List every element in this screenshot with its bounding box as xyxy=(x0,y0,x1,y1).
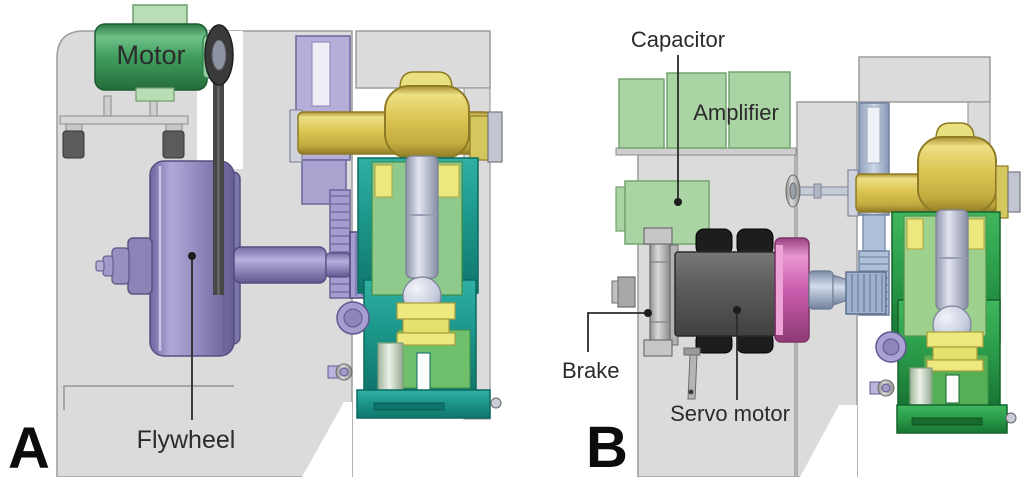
servo-motor xyxy=(674,228,776,400)
brake-unit xyxy=(611,227,679,357)
press-column-a xyxy=(327,155,479,393)
auxiliary-shaft xyxy=(785,174,853,208)
flywheel-label: Flywheel xyxy=(137,426,236,454)
panel-letter-b: B xyxy=(586,415,628,477)
servo-motor-label: Servo motor xyxy=(670,401,790,426)
servo-motor-leader-line xyxy=(733,306,741,400)
capacitor-leader-line xyxy=(674,55,682,206)
capacitor-unit xyxy=(615,180,710,245)
motor-mount xyxy=(59,95,189,159)
crankshaft-a xyxy=(289,71,503,163)
drive-shaft-b xyxy=(808,270,887,315)
panel-a: Motor Flywheel A xyxy=(8,4,503,477)
brake-label: Brake xyxy=(562,358,619,383)
belt-drive xyxy=(204,24,234,295)
capacitor-label: Capacitor xyxy=(631,27,725,52)
crankshaft-b xyxy=(847,122,1021,219)
panel-b: Capacitor Amplifier Brake Servo motor B xyxy=(512,0,1024,477)
amplifier-unit xyxy=(615,71,797,156)
motor-flange xyxy=(774,237,810,343)
flywheel-leader-line xyxy=(188,252,196,420)
press-base-b xyxy=(896,404,1017,434)
brake-leader-line xyxy=(587,309,652,352)
panel-b-illustration: Capacitor Amplifier Brake Servo motor B xyxy=(562,27,1021,477)
amplifier-label: Amplifier xyxy=(693,100,779,125)
panel-letter-a: A xyxy=(8,416,50,477)
panel-a-illustration: Motor Flywheel A xyxy=(8,4,503,477)
press-base-a xyxy=(356,389,502,419)
motor-label: Motor xyxy=(116,40,185,70)
